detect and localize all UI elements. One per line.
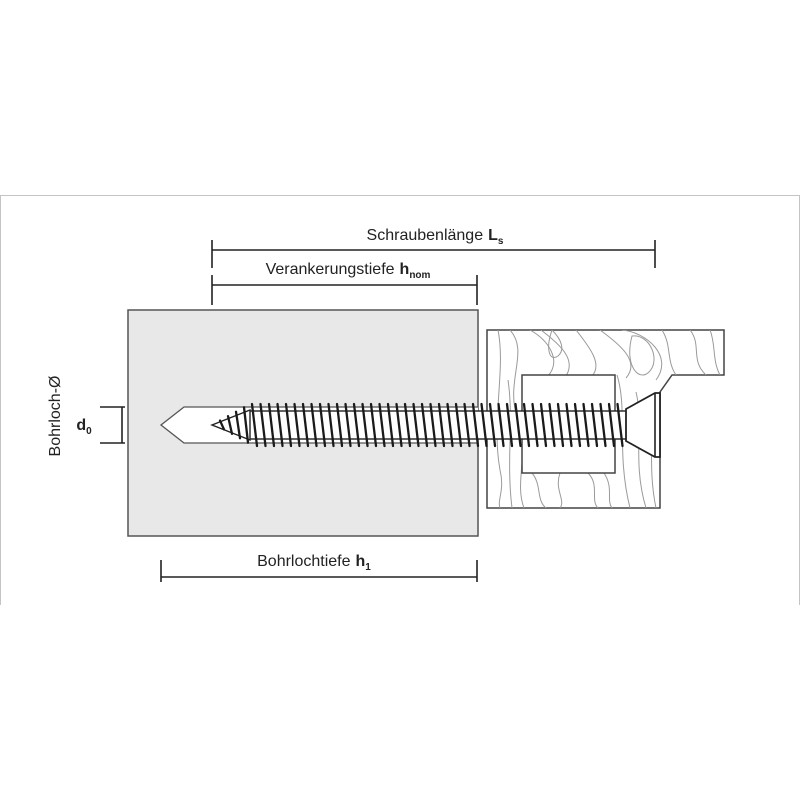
- screw-thread: [488, 402, 497, 448]
- screw-thread: [250, 402, 259, 448]
- screw-thread: [378, 402, 386, 448]
- screw-thread: [318, 402, 327, 448]
- screw-thread: [369, 402, 378, 448]
- screw-thread: [386, 402, 395, 448]
- screw-thread: [429, 402, 437, 448]
- screw-thread: [352, 402, 361, 448]
- screw-thread: [301, 402, 310, 448]
- screw-thread: [582, 402, 590, 448]
- screw-thread: [471, 402, 480, 448]
- screw-thread: [497, 402, 505, 448]
- hole-diameter-label: d0: [76, 417, 92, 437]
- screw-thread: [463, 402, 471, 448]
- screw-thread: [293, 402, 301, 448]
- screw-thread: [539, 402, 548, 448]
- screw-thread: [327, 402, 335, 448]
- screw-thread: [514, 402, 522, 448]
- screw-thread: [242, 406, 250, 444]
- screw-thread: [599, 402, 607, 448]
- screw-thread: [556, 402, 565, 448]
- screw-thread: [310, 402, 318, 448]
- screw-thread: [344, 402, 352, 448]
- screw-thread: [454, 402, 463, 448]
- dimension-hole-diameter: d0 Bohrloch-Ø: [47, 376, 125, 457]
- screw-thread: [226, 415, 234, 435]
- screw-thread: [607, 402, 616, 448]
- screw-thread: [480, 402, 488, 448]
- screw-thread: [446, 402, 454, 448]
- screw: [210, 392, 661, 458]
- screw-thread: [276, 402, 284, 448]
- screw-thread: [531, 402, 539, 448]
- screw-thread: [420, 402, 429, 448]
- screw-thread: [616, 402, 624, 448]
- screw-thread: [284, 402, 293, 448]
- screw-thread: [548, 402, 556, 448]
- screw-thread: [565, 402, 573, 448]
- screw-thread: [267, 402, 276, 448]
- screw-thread: [403, 402, 412, 448]
- screw-thread: [412, 402, 420, 448]
- screw-thread: [505, 402, 514, 448]
- screw-threads: [218, 402, 624, 448]
- screw-thread: [218, 419, 226, 431]
- screw-thread: [361, 402, 369, 448]
- hole-diameter-caption: Bohrloch-Ø: [47, 376, 64, 457]
- screw-thread: [335, 402, 344, 448]
- screw-thread: [395, 402, 403, 448]
- screw-thread: [522, 402, 531, 448]
- screw-thread: [437, 402, 446, 448]
- screw-thread: [590, 402, 599, 448]
- screw-thread: [259, 402, 267, 448]
- screw-thread: [573, 402, 582, 448]
- screw-thread: [234, 410, 242, 440]
